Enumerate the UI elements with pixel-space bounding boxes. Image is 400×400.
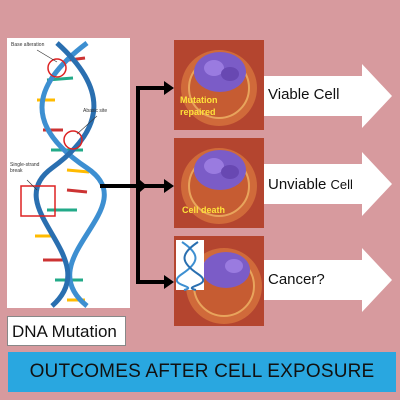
label-base-alteration: Base alteration [11,42,45,48]
connector-arrow-middle [140,179,174,193]
outcome-label-main: Viable Cell [268,86,340,103]
outcomes-banner-title: OUTCOMES AFTER CELL EXPOSURE [8,352,396,392]
label-abasic-site: Abasic site [83,108,108,114]
outcome-arrow-1 [264,64,392,128]
outcome-arrow-3 [264,248,392,312]
overlay-cell-death: Cell death [182,205,226,215]
label-single-strand-break: Single-strand break [10,162,40,174]
connector-stem-arrow [100,180,147,192]
dna-mutation-caption: DNA Mutation [7,316,126,346]
damage-marker-box [20,185,56,217]
connector-arrow-top [136,81,174,95]
cell-image-cancer [174,236,264,326]
outcome-arrow-2 [264,152,392,216]
damage-marker-circle [63,130,83,150]
overlay-mutation-repaired: Mutation repaired [180,95,218,117]
dna-strand-b [33,41,97,308]
connector-arrow-bottom [136,275,174,289]
cell-image-cell-death: Cell death [174,138,264,228]
outcome-label-unviable-cell: Unviable Cell [268,176,353,193]
outcome-label-suffix: Cell [330,177,353,192]
outcome-label-main: Unviable [268,176,327,193]
cell-image-mutation-repaired: Mutation repaired [174,40,264,130]
connector-vertical-bar [136,86,140,284]
dna-helix-graphic [20,41,107,308]
dna-strand-a [39,41,107,308]
outcome-label-main: Cancer? [268,271,325,288]
outcome-label-cancer: Cancer? [268,271,325,288]
dna-illustration: Base alteration Abasic site Single-stran… [7,38,130,308]
damage-marker-circle [47,58,67,78]
outcome-label-viable-cell: Viable Cell [268,86,339,103]
